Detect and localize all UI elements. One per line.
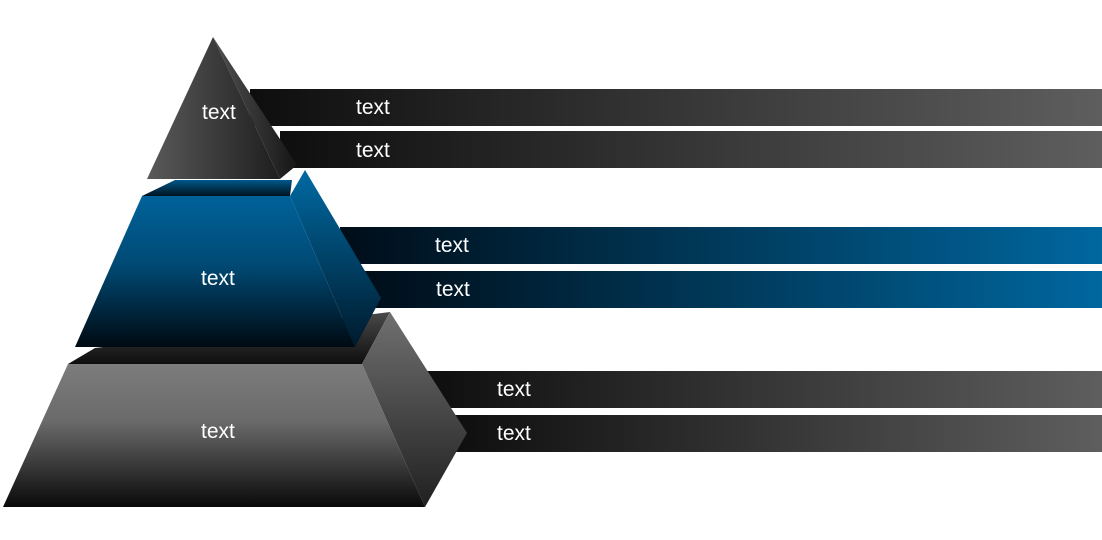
bar-1-2-label: text: [356, 139, 390, 162]
tier-middle: [75, 170, 381, 347]
bar-3-1-label: text: [497, 378, 531, 401]
bar-2-1-label: text: [435, 234, 469, 257]
tier-top: [147, 37, 297, 179]
bar-1-2: [280, 131, 1102, 168]
bar-3-1: [425, 371, 1102, 408]
bar-3-2: [450, 415, 1102, 452]
bar-2-2-label: text: [436, 278, 470, 301]
tier-3-label: text: [201, 420, 235, 443]
tier-bottom: [3, 312, 467, 507]
bar-2-1: [340, 227, 1102, 264]
bar-2-2: [362, 271, 1102, 308]
bar-3-2-label: text: [497, 422, 531, 445]
bar-1-1-label: text: [356, 96, 390, 119]
bar-1-1: [250, 89, 1102, 126]
tier-1-label: text: [202, 101, 236, 124]
tier-2-label: text: [201, 267, 235, 290]
